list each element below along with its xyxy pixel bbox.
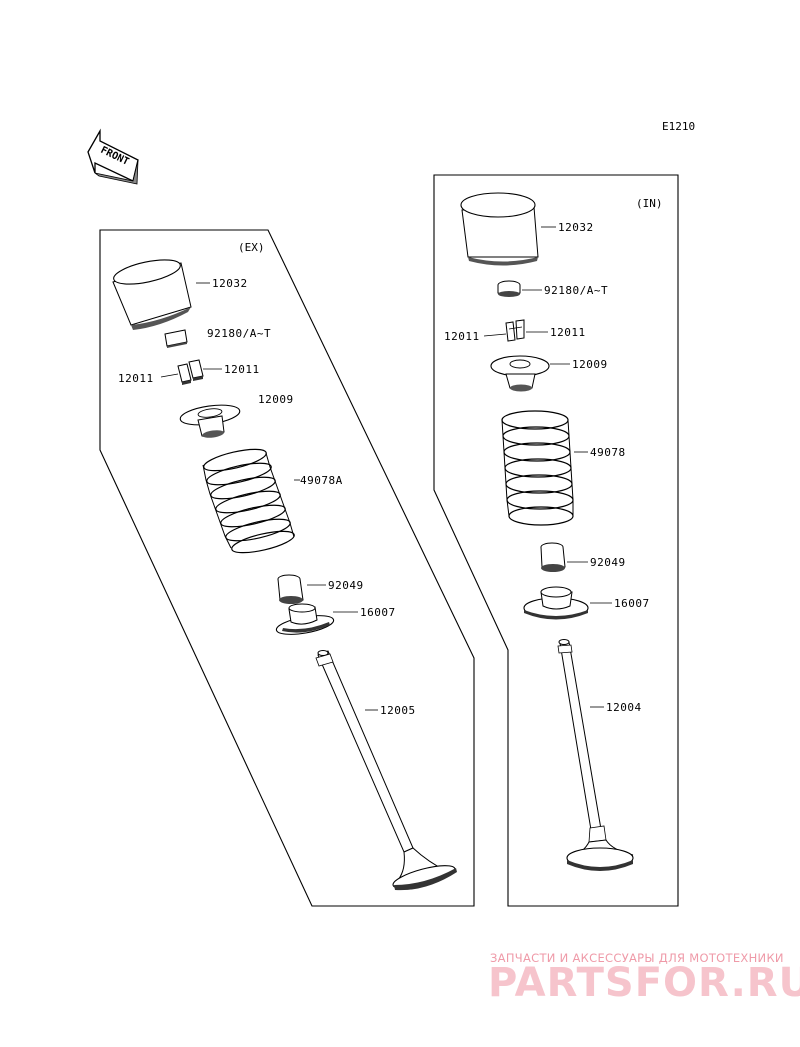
in-spring-seat-part-number: 16007 (614, 597, 650, 610)
intake-title: (IN) (636, 197, 663, 210)
ex-spring-part-number: 49078A (300, 474, 343, 487)
in-shim-part-number: 92180/A~T (544, 284, 608, 297)
ex-valve-lifter[interactable] (112, 255, 192, 330)
ex-stem-seal[interactable] (277, 574, 304, 604)
exhaust-panel: (EX) 12032 92180/A~T 12011 12011 (99, 229, 475, 907)
in-lifter-part-number: 12032 (558, 221, 594, 234)
watermark: ЗАПЧАСТИ И АКСЕССУАРЫ ДЛЯ МОТОТЕХНИКИ PA… (488, 951, 800, 1006)
ex-retainer-part-number: 12009 (258, 393, 294, 406)
in-spring-part-number: 49078 (590, 446, 626, 459)
in-spring-retainer[interactable] (490, 355, 550, 392)
ex-spring-seat-part-number: 16007 (360, 606, 396, 619)
in-keepers[interactable] (505, 319, 525, 342)
ex-keeper-right-part-number: 12011 (224, 363, 260, 376)
in-valve-part-number: 12004 (606, 701, 642, 714)
exhaust-frame (99, 229, 475, 907)
ex-valve-part-number: 12005 (380, 704, 416, 717)
ex-shim-part-number: 92180/A~T (207, 327, 271, 340)
diagram-code: E1210 (662, 120, 695, 133)
in-spring-seat[interactable] (523, 586, 589, 620)
in-stem-seal-part-number: 92049 (590, 556, 626, 569)
ex-lifter-part-number: 12032 (212, 277, 248, 290)
in-valve[interactable] (557, 639, 634, 872)
ex-keeper-left-part-number: 12011 (118, 372, 154, 385)
ex-spring-seat[interactable] (275, 603, 335, 638)
in-keeper-left-part-number: 12011 (444, 330, 480, 343)
ex-stem-seal-part-number: 92049 (328, 579, 364, 592)
exhaust-title: (EX) (238, 241, 265, 254)
ex-shim[interactable] (164, 329, 188, 348)
ex-valve-spring[interactable] (202, 445, 296, 557)
intake-frame (433, 174, 679, 907)
watermark-tagline: ЗАПЧАСТИ И АКСЕССУАРЫ ДЛЯ МОТОТЕХНИКИ (490, 951, 784, 965)
intake-panel: (IN) 12032 92180/A~T 12011 12011 (433, 174, 679, 907)
watermark-brand: PARTSFOR.RU (488, 960, 800, 1006)
ex-valve[interactable] (315, 650, 457, 894)
in-stem-seal[interactable] (540, 542, 566, 572)
front-arrow-icon: FRONT (87, 128, 139, 185)
in-retainer-part-number: 12009 (572, 358, 608, 371)
in-valve-spring[interactable] (501, 410, 574, 526)
in-shim[interactable] (497, 280, 521, 297)
in-valve-lifter[interactable] (460, 192, 539, 266)
ex-spring-retainer[interactable] (179, 402, 241, 439)
ex-keepers[interactable] (177, 359, 204, 385)
in-keeper-right-part-number: 12011 (550, 326, 586, 339)
